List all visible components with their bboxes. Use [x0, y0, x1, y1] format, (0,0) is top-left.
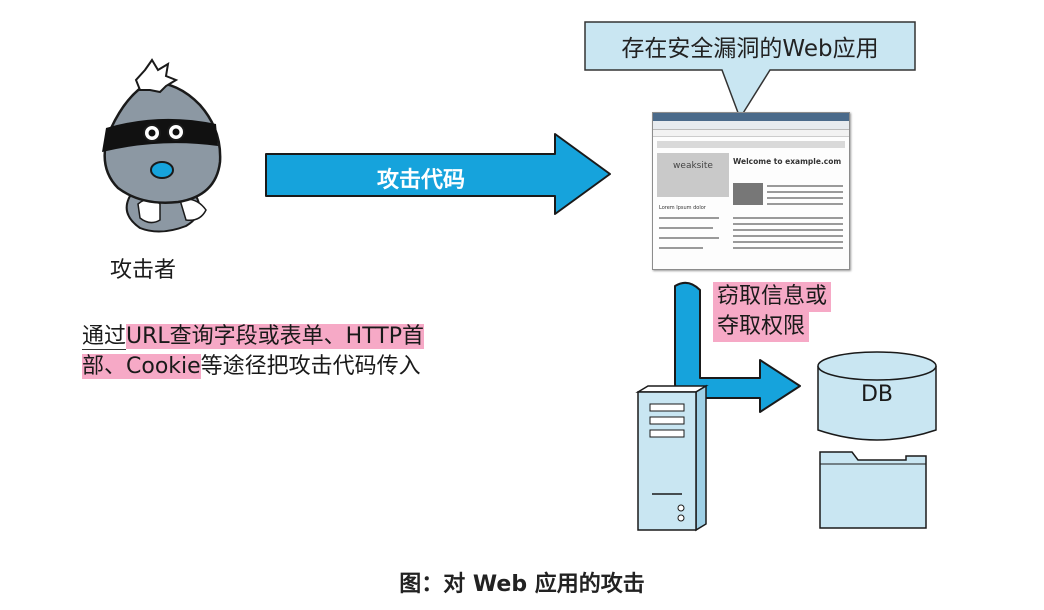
steal-label-line-1: 窃取信息或: [713, 282, 832, 312]
text-line: [733, 217, 843, 219]
text-line: [659, 247, 703, 249]
attack-description: 通过URL查询字段或表单、HTTP首 部、Cookie等途径把攻击代码传入: [82, 322, 424, 382]
database-cylinder: [817, 351, 937, 441]
vulnerable-web-app-screenshot: weaksite Welcome to example.com Lorem Ip…: [652, 112, 850, 270]
text-line: [733, 241, 843, 243]
text-line: [767, 197, 843, 199]
attack-arrow-label: 攻击代码: [376, 168, 465, 193]
callout-label: 存在安全漏洞的Web应用: [621, 36, 879, 62]
text-line: [733, 223, 843, 225]
text-line: [733, 229, 843, 231]
text-line: [733, 247, 843, 249]
browser-tab-bar: [653, 130, 849, 137]
site-welcome-heading: Welcome to example.com: [733, 157, 842, 166]
attacker-label: 攻击者: [110, 258, 177, 283]
site-nav: [657, 141, 845, 148]
text-line: [767, 185, 843, 187]
text-line: [659, 227, 713, 229]
description-plain-1: 通过: [82, 324, 127, 350]
description-line-1: 通过URL查询字段或表单、HTTP首: [82, 322, 424, 352]
description-highlight-1: URL查询字段或表单、HTTP首: [126, 324, 424, 349]
folder-icon: [819, 451, 927, 529]
steal-label: 窃取信息或 夺取权限: [713, 282, 832, 342]
description-highlight-2: 部、Cookie: [82, 354, 201, 379]
steal-label-line-2: 夺取权限: [713, 312, 810, 342]
site-sidebar-title: Lorem Ipsum dolor: [659, 205, 706, 211]
attack-arrow: [265, 133, 611, 215]
database-label: DB: [860, 382, 894, 407]
text-line: [767, 191, 843, 193]
description-line-2: 部、Cookie等途径把攻击代码传入: [82, 352, 424, 382]
callout-box: [584, 21, 916, 120]
text-line: [659, 217, 719, 219]
site-banner: weaksite: [657, 153, 729, 197]
text-line: [767, 203, 843, 205]
figure-caption: 图：对 Web 应用的攻击: [399, 572, 645, 597]
description-plain-2: 等途径把攻击代码传入: [200, 354, 421, 379]
text-line: [659, 237, 719, 239]
browser-address-bar: [653, 121, 849, 130]
server-tower: [635, 384, 709, 532]
attacker-figure: [102, 58, 222, 233]
site-banner-title: weaksite: [673, 161, 713, 171]
browser-titlebar: [653, 113, 849, 121]
site-thumbnail: [733, 183, 763, 205]
text-line: [733, 235, 843, 237]
